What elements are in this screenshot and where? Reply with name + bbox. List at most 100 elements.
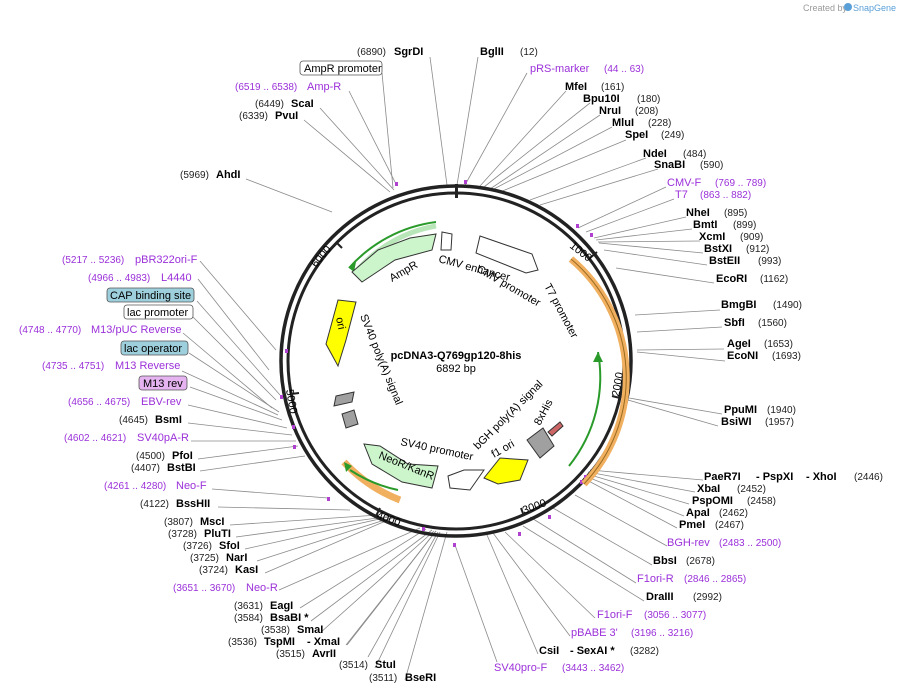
primer-f1ori-f[interactable]: F1ori-F (597, 609, 633, 621)
enzyme-sgrdi[interactable]: SgrDI (394, 46, 423, 58)
enzyme-bseri[interactable]: BseRI (405, 672, 436, 684)
feature-box-label-lac-operator: lac operator (124, 343, 182, 355)
enzyme-mfei[interactable]: MfeI (565, 81, 587, 93)
enzyme-sexai[interactable]: - SexAI * (570, 645, 615, 657)
plasmid-length: 6892 bp (436, 363, 476, 375)
enzyme-csii[interactable]: CsiI (539, 645, 559, 657)
enzyme-mlui[interactable]: MluI (612, 117, 634, 129)
pos-nrui: (208) (635, 106, 658, 117)
enzyme-bsabi[interactable]: BsaBI * (270, 612, 309, 624)
primer-m13-puc-reverse[interactable]: M13/pUC Reverse (91, 324, 181, 336)
feature-box-lac-promoter[interactable] (123, 304, 194, 320)
primer-f1ori-r[interactable]: F1ori-R (637, 573, 674, 585)
enzyme-eagi[interactable]: EagI (270, 600, 293, 612)
enzyme-bpu10i[interactable]: Bpu10I (583, 93, 620, 105)
pos-avrii: (3515) (276, 649, 305, 660)
enzyme-xbai[interactable]: XbaI (697, 483, 720, 495)
enzyme-ppumi[interactable]: PpuMI (724, 404, 757, 416)
primer-pbr322ori-f[interactable]: pBR322ori-F (135, 254, 198, 266)
primer-l4440[interactable]: L4440 (161, 272, 192, 284)
ruler-ticks (290, 241, 621, 517)
pos-ppumi: (1940) (767, 405, 796, 416)
primer-prs-marker[interactable]: pRS-marker (530, 63, 590, 75)
primer-pbabe-3[interactable]: pBABE 3' (571, 627, 618, 639)
pos-spei: (249) (661, 130, 684, 141)
primer-sv40pro-f[interactable]: SV40pro-F (494, 662, 547, 674)
primer-neo-r[interactable]: Neo-R (246, 582, 278, 594)
pos-pvui: (6339) (239, 111, 268, 122)
feature-box-label-m13-rev: M13 rev (143, 378, 183, 390)
enzyme-bmti[interactable]: BmtI (693, 219, 717, 231)
enzyme-scai[interactable]: ScaI (291, 98, 314, 110)
feature-box-m13-rev[interactable] (138, 375, 188, 391)
feature-box-ampr-promoter[interactable] (299, 60, 383, 76)
enzyme-bsteii[interactable]: BstEII (709, 255, 740, 267)
enzyme-xmai[interactable]: - XmaI (307, 636, 340, 648)
pos-bseri: (3511) (369, 673, 397, 684)
primer-t7[interactable]: T7 (675, 189, 688, 201)
primer-ebv-rev[interactable]: EBV-rev (141, 396, 182, 408)
primer-pos-neo-r: (3651 .. 3670) (173, 583, 235, 594)
enzyme-apai[interactable]: ApaI (686, 507, 710, 519)
enzyme-bsshii[interactable]: BssHII (176, 498, 210, 510)
enzyme-xcmi[interactable]: XcmI (699, 231, 725, 243)
feature-box-cap-binding-site[interactable] (106, 287, 195, 303)
pos-pmei: (2467) (715, 520, 744, 531)
enzyme-bglii[interactable]: BglII (480, 46, 504, 58)
enzyme-pspomi[interactable]: PspOMI (692, 495, 733, 507)
feature-label-t7-promoter: T7 promoter (541, 282, 580, 341)
enzyme-bmgbi[interactable]: BmgBI (721, 299, 756, 311)
enzyme-bstxi[interactable]: BstXI (704, 243, 732, 255)
enzyme-pspxi[interactable]: - PspXI (756, 471, 793, 483)
enzyme-bsmi[interactable]: BsmI (155, 414, 182, 426)
enzyme-snabi[interactable]: SnaBI (654, 159, 685, 171)
enzyme-msci[interactable]: MscI (200, 516, 224, 528)
feature-box-lac-operator[interactable] (120, 340, 189, 356)
enzyme-agei[interactable]: AgeI (727, 338, 751, 350)
sv40-polya-feature (333, 391, 355, 407)
primer-pos-bgh-rev: (2483 .. 2500) (719, 538, 781, 549)
enzyme-econi[interactable]: EcoNI (727, 350, 758, 362)
enzyme-bsiwi[interactable]: BsiWI (721, 416, 752, 428)
cmv-enhancer-feature (475, 235, 539, 274)
enzyme-pvui[interactable]: PvuI (275, 110, 298, 122)
enzyme-nari[interactable]: NarI (226, 552, 247, 564)
enzyme-pfoi[interactable]: PfoI (172, 450, 193, 462)
pos-smai: (3538) (261, 625, 290, 636)
enzyme-draiii[interactable]: DraIII (646, 591, 674, 603)
primer-neo-f[interactable]: Neo-F (176, 480, 207, 492)
enzyme-paer7i[interactable]: PaeR7I (704, 471, 741, 483)
enzyme-pmei[interactable]: PmeI (679, 519, 705, 531)
pos-scai: (6449) (255, 99, 284, 110)
primer-bgh-rev[interactable]: BGH-rev (667, 537, 710, 549)
primer-cmv-f[interactable]: CMV-F (667, 177, 702, 189)
pos-draiii: (2992) (693, 592, 722, 603)
plasmid-name: pcDNA3-Q769gp120-8his (391, 350, 522, 362)
enzyme-smai[interactable]: SmaI (297, 624, 323, 636)
enzyme-ecori[interactable]: EcoRI (716, 273, 747, 285)
enzyme-sbfi[interactable]: SbfI (724, 317, 745, 329)
enzyme-xhoi[interactable]: - XhoI (806, 471, 837, 483)
enzyme-kasi[interactable]: KasI (235, 564, 258, 576)
enzyme-bstbi[interactable]: BstBI (167, 462, 196, 474)
enzyme-sfoi[interactable]: SfoI (219, 540, 240, 552)
pos-kasi: (3724) (199, 565, 228, 576)
enzyme-stui[interactable]: StuI (375, 659, 396, 671)
enzyme-spei[interactable]: SpeI (625, 129, 648, 141)
primer-pos-m13-reverse: (4735 .. 4751) (42, 361, 104, 372)
primer-m13-reverse[interactable]: M13 Reverse (115, 360, 180, 372)
pos-tspmi: (3536) (228, 637, 257, 648)
enzyme-nhei[interactable]: NheI (686, 207, 710, 219)
pos-ecori: (1162) (760, 274, 788, 285)
pos-nhei: (895) (724, 208, 747, 219)
primer-amp-r[interactable]: Amp-R (307, 81, 341, 93)
enzyme-ahdi[interactable]: AhdI (216, 169, 240, 181)
enzyme-nrui[interactable]: NruI (599, 105, 621, 117)
green-arc-arrow-2 (344, 462, 352, 472)
enzyme-ndei[interactable]: NdeI (643, 148, 667, 160)
enzyme-avrii[interactable]: AvrII (312, 648, 336, 660)
enzyme-tspmi[interactable]: TspMI (264, 636, 295, 648)
enzyme-bbsi[interactable]: BbsI (653, 555, 677, 567)
enzyme-pluti[interactable]: PluTI (204, 528, 231, 540)
primer-sv40pa-r[interactable]: SV40pA-R (137, 432, 189, 444)
